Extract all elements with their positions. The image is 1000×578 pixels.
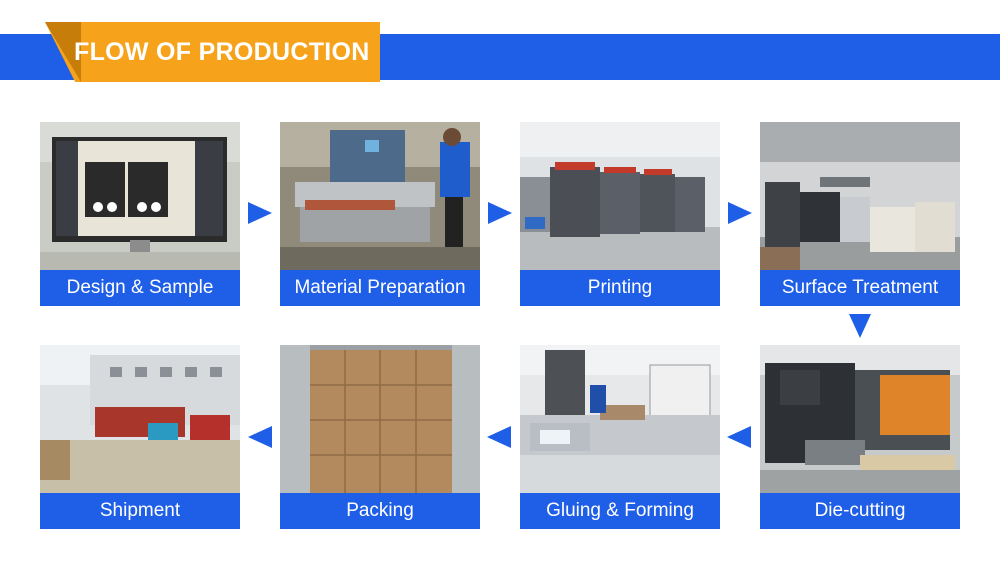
step-label: Surface Treatment — [760, 270, 960, 306]
printing-photo — [520, 122, 720, 272]
design-sample-photo — [40, 122, 240, 272]
step-label: Shipment — [40, 493, 240, 529]
page-title: FLOW OF PRODUCTION — [74, 38, 370, 66]
title-tab — [45, 22, 380, 82]
arrow-right-icon — [248, 202, 272, 224]
surface-treatment-photo — [760, 122, 960, 272]
step-material-preparation: Material Preparation — [280, 122, 480, 306]
step-label: Die-cutting — [760, 493, 960, 529]
arrow-left-icon — [487, 426, 511, 448]
step-label: Packing — [280, 493, 480, 529]
material-preparation-photo — [280, 122, 480, 272]
shipment-photo — [40, 345, 240, 495]
arrow-right-icon — [488, 202, 512, 224]
step-design-sample: Design & Sample — [40, 122, 240, 306]
step-gluing-forming: Gluing & Forming — [520, 345, 720, 529]
step-surface-treatment: Surface Treatment — [760, 122, 960, 306]
arrow-right-icon — [728, 202, 752, 224]
step-printing: Printing — [520, 122, 720, 306]
step-shipment: Shipment — [40, 345, 240, 529]
step-packing: Packing — [280, 345, 480, 529]
gluing-forming-photo — [520, 345, 720, 495]
arrow-left-icon — [248, 426, 272, 448]
die-cutting-photo — [760, 345, 960, 495]
arrow-down-icon — [849, 314, 871, 338]
arrow-left-icon — [727, 426, 751, 448]
step-label: Gluing & Forming — [520, 493, 720, 529]
step-label: Material Preparation — [280, 270, 480, 306]
step-die-cutting: Die-cutting — [760, 345, 960, 529]
step-label: Design & Sample — [40, 270, 240, 306]
step-label: Printing — [520, 270, 720, 306]
packing-photo — [280, 345, 480, 495]
